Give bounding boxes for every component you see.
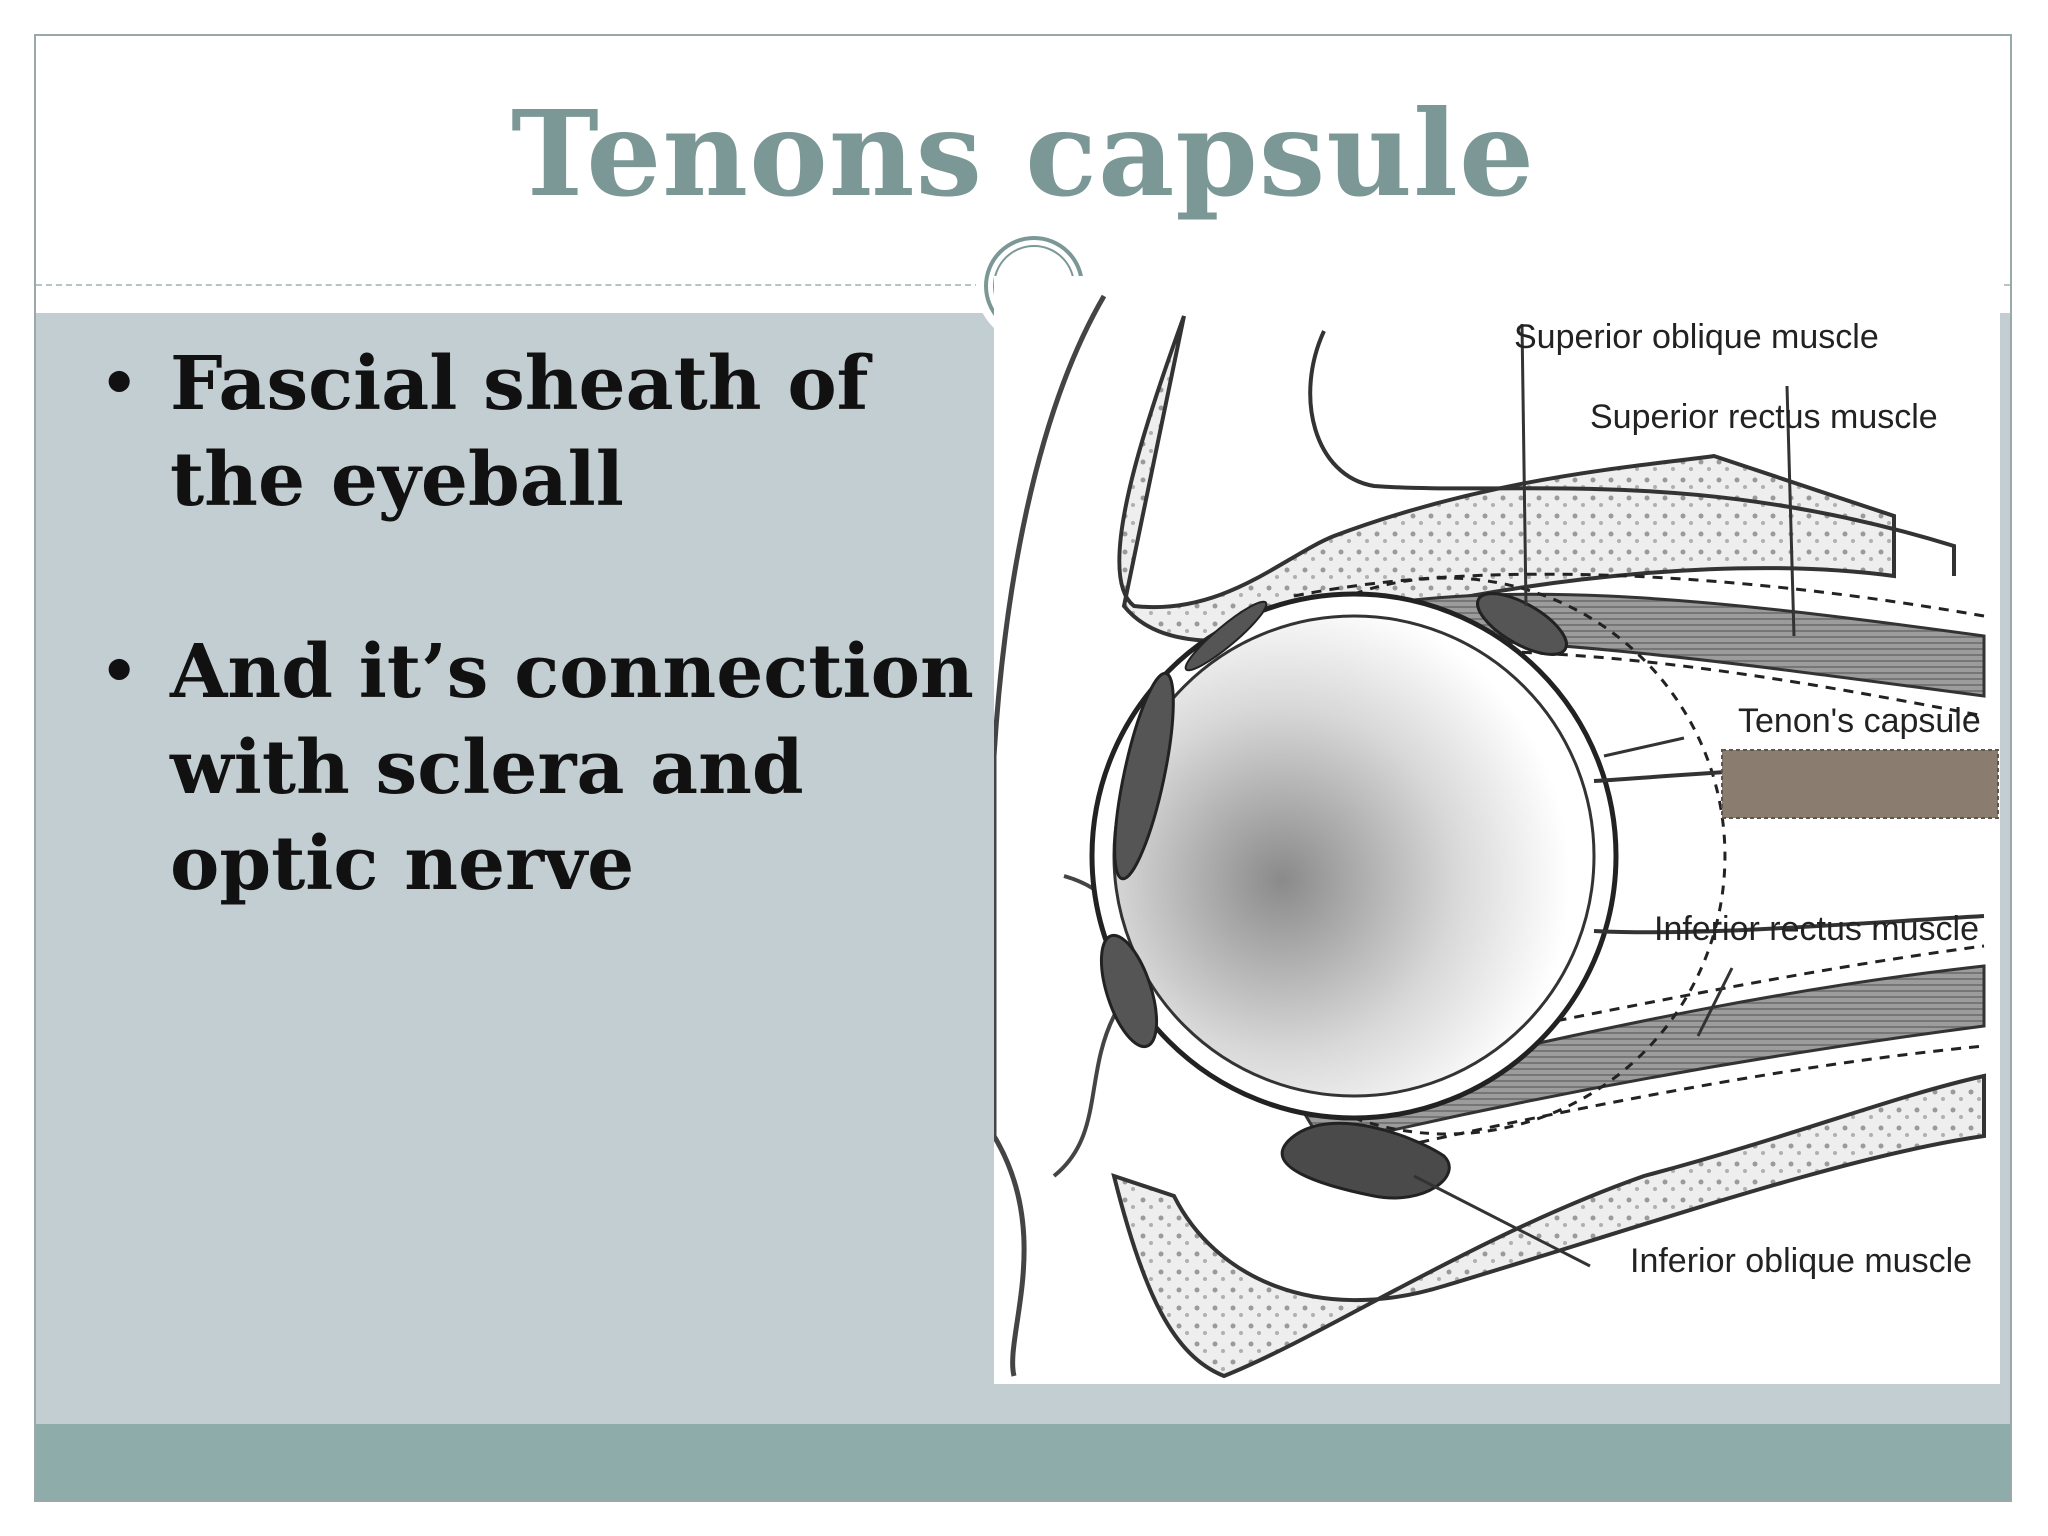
bullet-text: And it’s connection with sclera and opti… [170, 629, 974, 907]
footer-bar [36, 1424, 2010, 1500]
bullet-dot-icon: • [100, 637, 139, 707]
bullet-dot-icon: • [100, 349, 139, 419]
bullet-item: • And it’s connection with sclera and op… [96, 624, 996, 912]
bullet-text: Fascial sheath of the eyeball [170, 341, 869, 523]
slide-title: Tenons capsule [510, 84, 1536, 223]
eye-orbit-illustration: Superior oblique muscle Superior rectus … [994, 294, 1999, 1379]
bullet-item: • Fascial sheath of the eyeball [96, 336, 996, 528]
eye-orbit-diagram: Superior oblique muscle Superior rectus … [994, 276, 2000, 1384]
bullet-list: • Fascial sheath of the eyeball • And it… [96, 336, 996, 1008]
label-tenons-capsule: Tenon's capsule [1738, 702, 1981, 740]
label-inferior-rectus: Inferior rectus muscle [1654, 910, 1979, 948]
slide: Tenons capsule • Fascial sheath of the e… [34, 34, 2012, 1502]
label-inferior-oblique: Inferior oblique muscle [1630, 1242, 1972, 1280]
label-superior-oblique: Superior oblique muscle [1514, 318, 1879, 356]
label-superior-rectus: Superior rectus muscle [1590, 398, 1938, 436]
label-cover-box [1721, 749, 1999, 819]
